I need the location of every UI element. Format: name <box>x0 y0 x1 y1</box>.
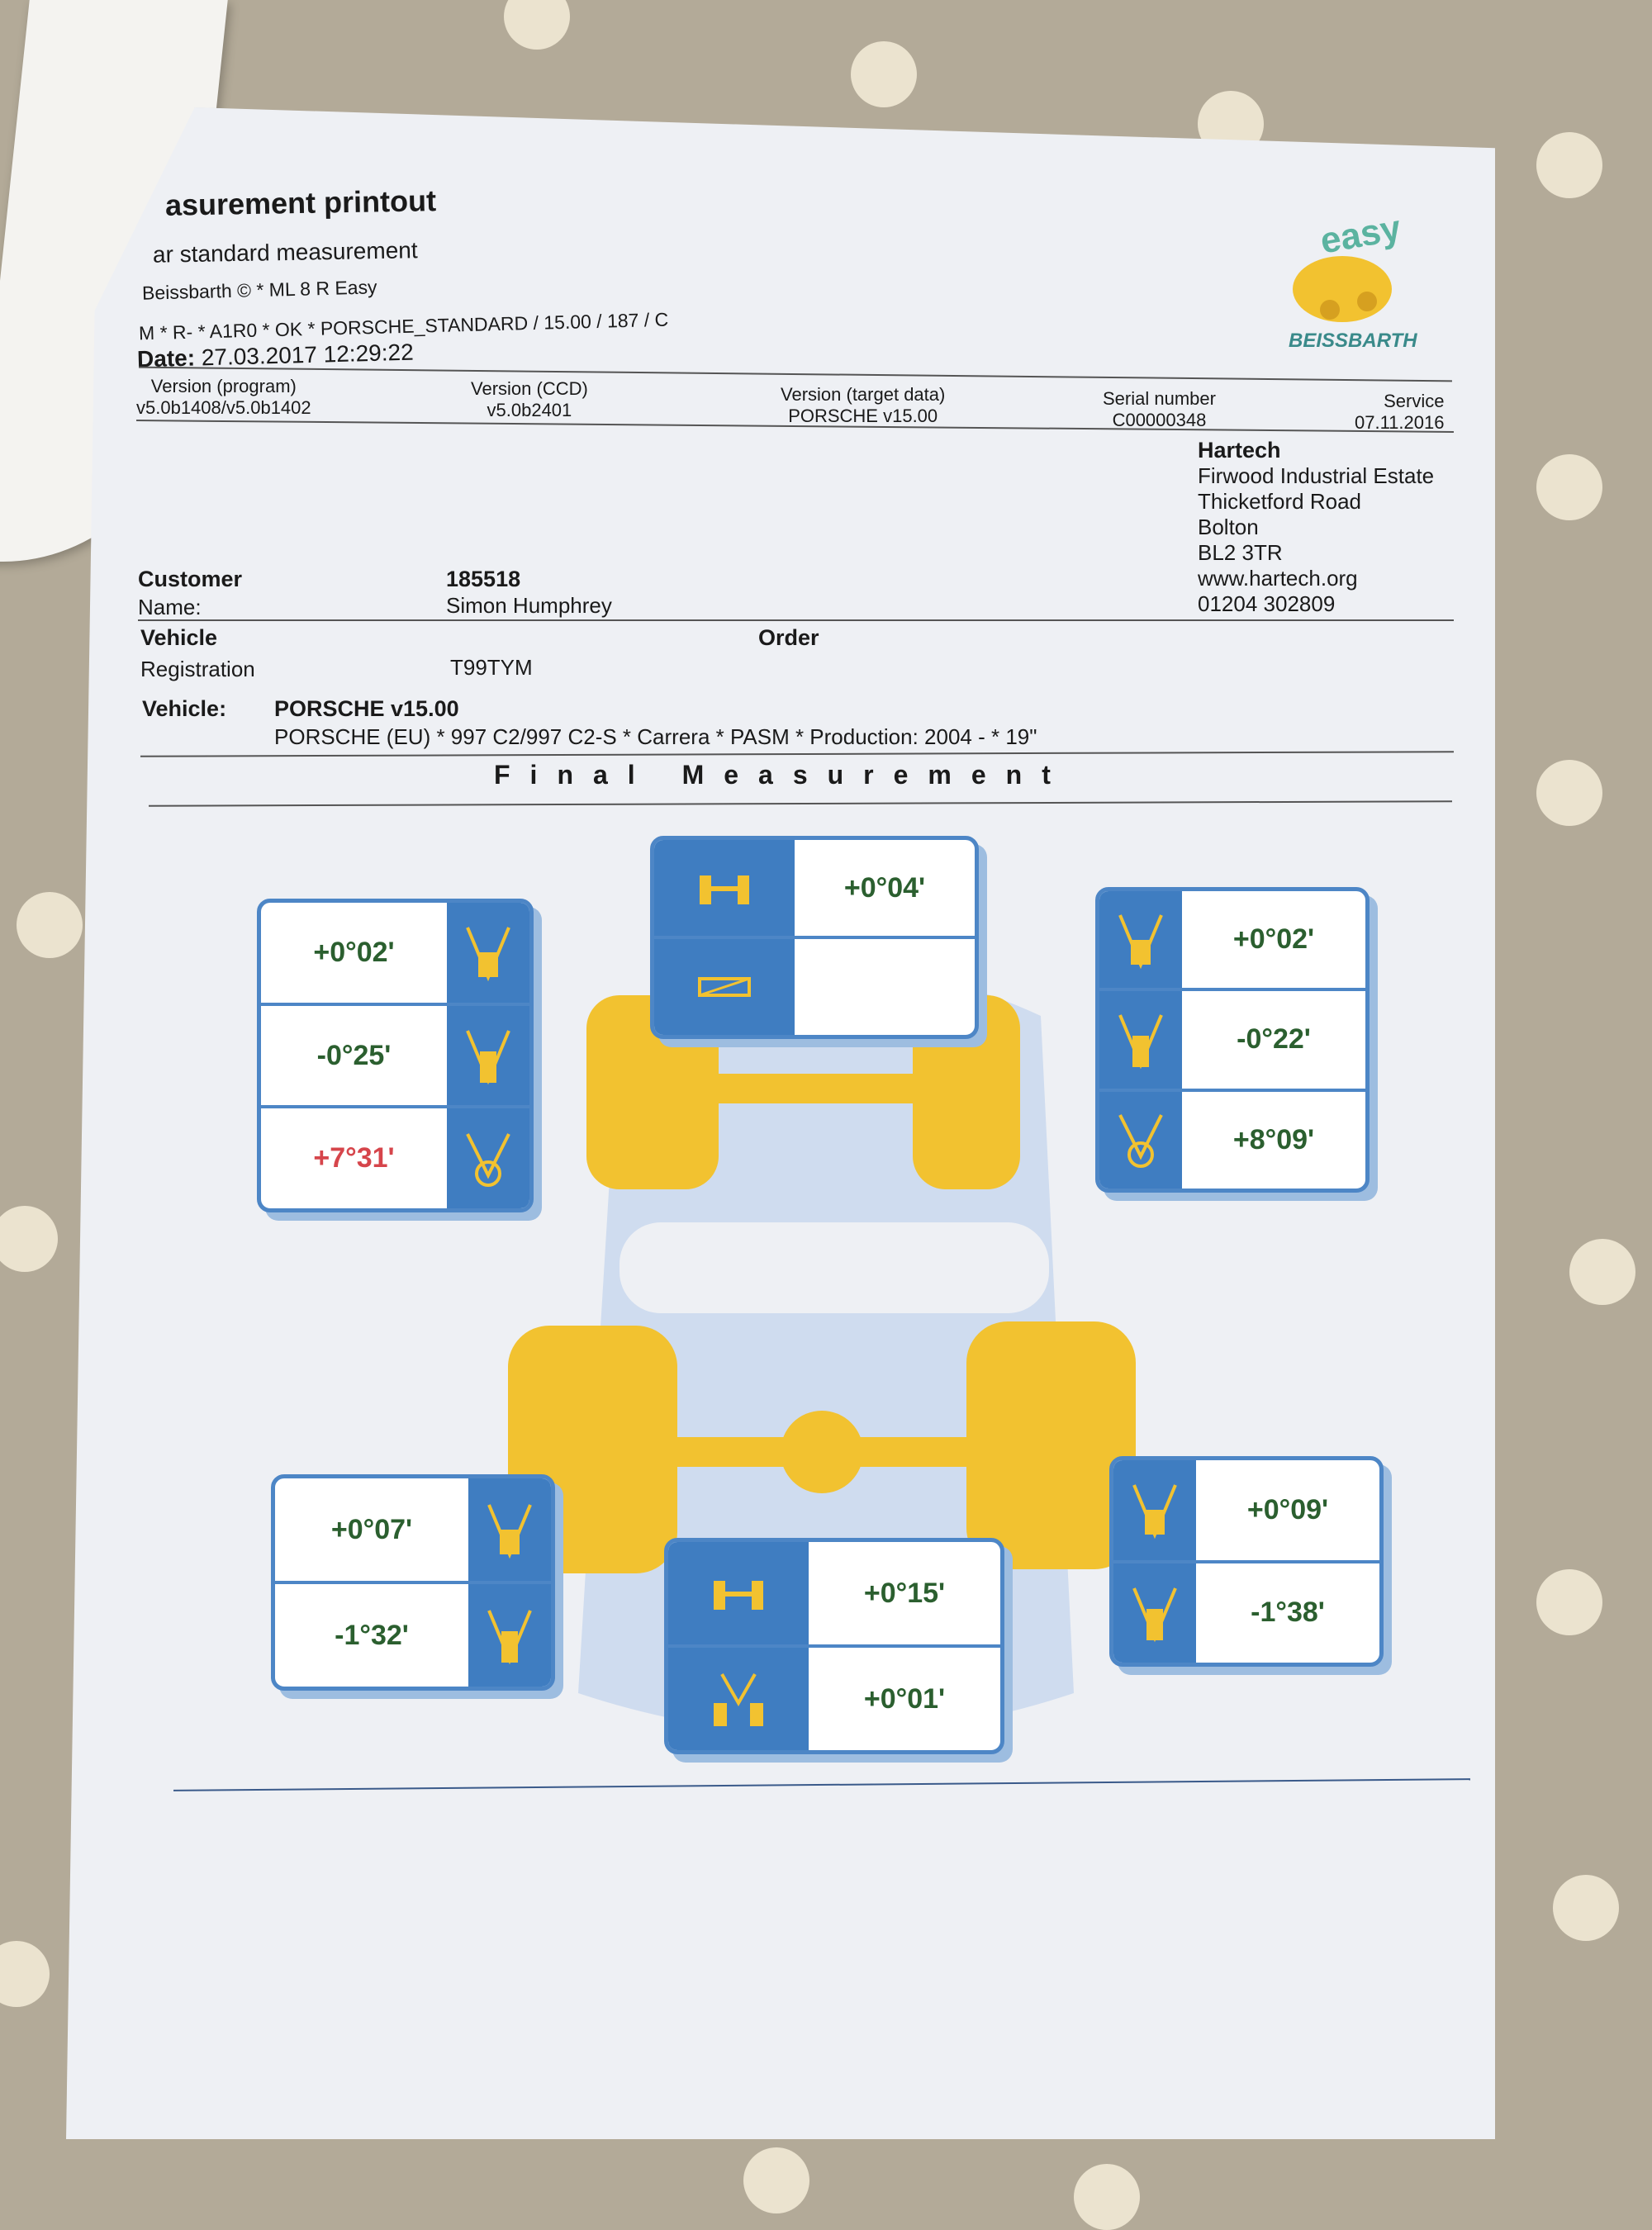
toe-icon <box>447 903 529 1003</box>
front-left-wheel-box: +0°02' -0°25' +7°31' <box>257 899 534 1212</box>
toe-icon <box>468 1478 551 1581</box>
rear-left-wheel-box: +0°07' -1°32' <box>271 1474 555 1691</box>
customer-number: 185518 <box>446 567 521 591</box>
customer-name: Simon Humphrey <box>446 593 612 618</box>
camber-icon <box>1113 1563 1196 1663</box>
version-ccd: Version (CCD)v5.0b2401 <box>471 378 588 420</box>
vehicle-model-label: Vehicle: <box>142 696 227 721</box>
caster-icon <box>1099 1091 1182 1189</box>
date-value: 27.03.2017 12:29:22 <box>201 339 415 371</box>
toe-icon <box>1113 1460 1196 1560</box>
version-program: Version (program)v5.0b1408/v5.0b1402 <box>136 376 311 418</box>
setback-icon <box>654 939 795 1035</box>
toe-icon <box>1099 891 1182 989</box>
name-label: Name: <box>138 595 202 619</box>
front-setback <box>795 939 975 1035</box>
svg-text:easy: easy <box>1317 211 1404 262</box>
front-right-caster: +8°09' <box>1232 1123 1315 1155</box>
svg-text:BEISSBARTH: BEISSBARTH <box>1289 330 1417 352</box>
rear-right-toe: +0°09' <box>1246 1493 1329 1525</box>
front-right-camber: -0°22' <box>1237 1023 1311 1056</box>
camber-icon <box>1099 991 1182 1089</box>
rear-right-camber: -1°38' <box>1251 1597 1325 1629</box>
rear-left-camber: -1°32' <box>335 1619 409 1651</box>
section-title: Final Measurement <box>494 760 1070 790</box>
rear-axle-box: +0°15' +0°01' <box>664 1538 1004 1754</box>
subtitle: ar standard measurement <box>152 237 418 268</box>
front-right-toe: +0°02' <box>1232 923 1315 956</box>
registration-label: Registration <box>140 657 255 681</box>
front-right-wheel-box: +0°02' -0°22' +8°09' <box>1095 887 1370 1193</box>
vehicle-model: PORSCHE v15.00 <box>274 696 459 721</box>
front-axle-box: +0°04' <box>650 836 979 1039</box>
front-left-camber: -0°25' <box>316 1039 392 1071</box>
version-target-data: Version (target data)PORSCHE v15.00 <box>781 384 946 426</box>
rear-thrust-angle: +0°01' <box>863 1682 946 1715</box>
divider <box>138 619 1454 621</box>
camber-icon <box>447 1005 529 1106</box>
total-toe-icon <box>668 1542 809 1644</box>
order-label: Order <box>758 625 819 650</box>
front-total-toe: +0°04' <box>843 871 926 904</box>
rear-right-wheel-box: +0°09' -1°38' <box>1109 1456 1384 1667</box>
rear-left-toe: +0°07' <box>330 1513 413 1545</box>
caster-icon <box>447 1108 529 1208</box>
registration-value: T99TYM <box>450 655 533 680</box>
front-left-toe: +0°02' <box>313 936 395 968</box>
thrust-angle-icon <box>668 1648 809 1750</box>
vehicle-description: PORSCHE (EU) * 997 C2/997 C2-S * Carrera… <box>274 724 1037 749</box>
vehicle-label: Vehicle <box>140 625 218 650</box>
page-title: asurement printout <box>164 183 437 222</box>
customer-label: Customer <box>138 567 243 591</box>
total-toe-icon <box>654 840 795 936</box>
front-left-caster: +7°31' <box>313 1142 395 1174</box>
workshop-name: Hartech <box>1198 438 1281 463</box>
camber-icon <box>468 1584 551 1687</box>
rear-total-toe: +0°15' <box>863 1577 946 1609</box>
